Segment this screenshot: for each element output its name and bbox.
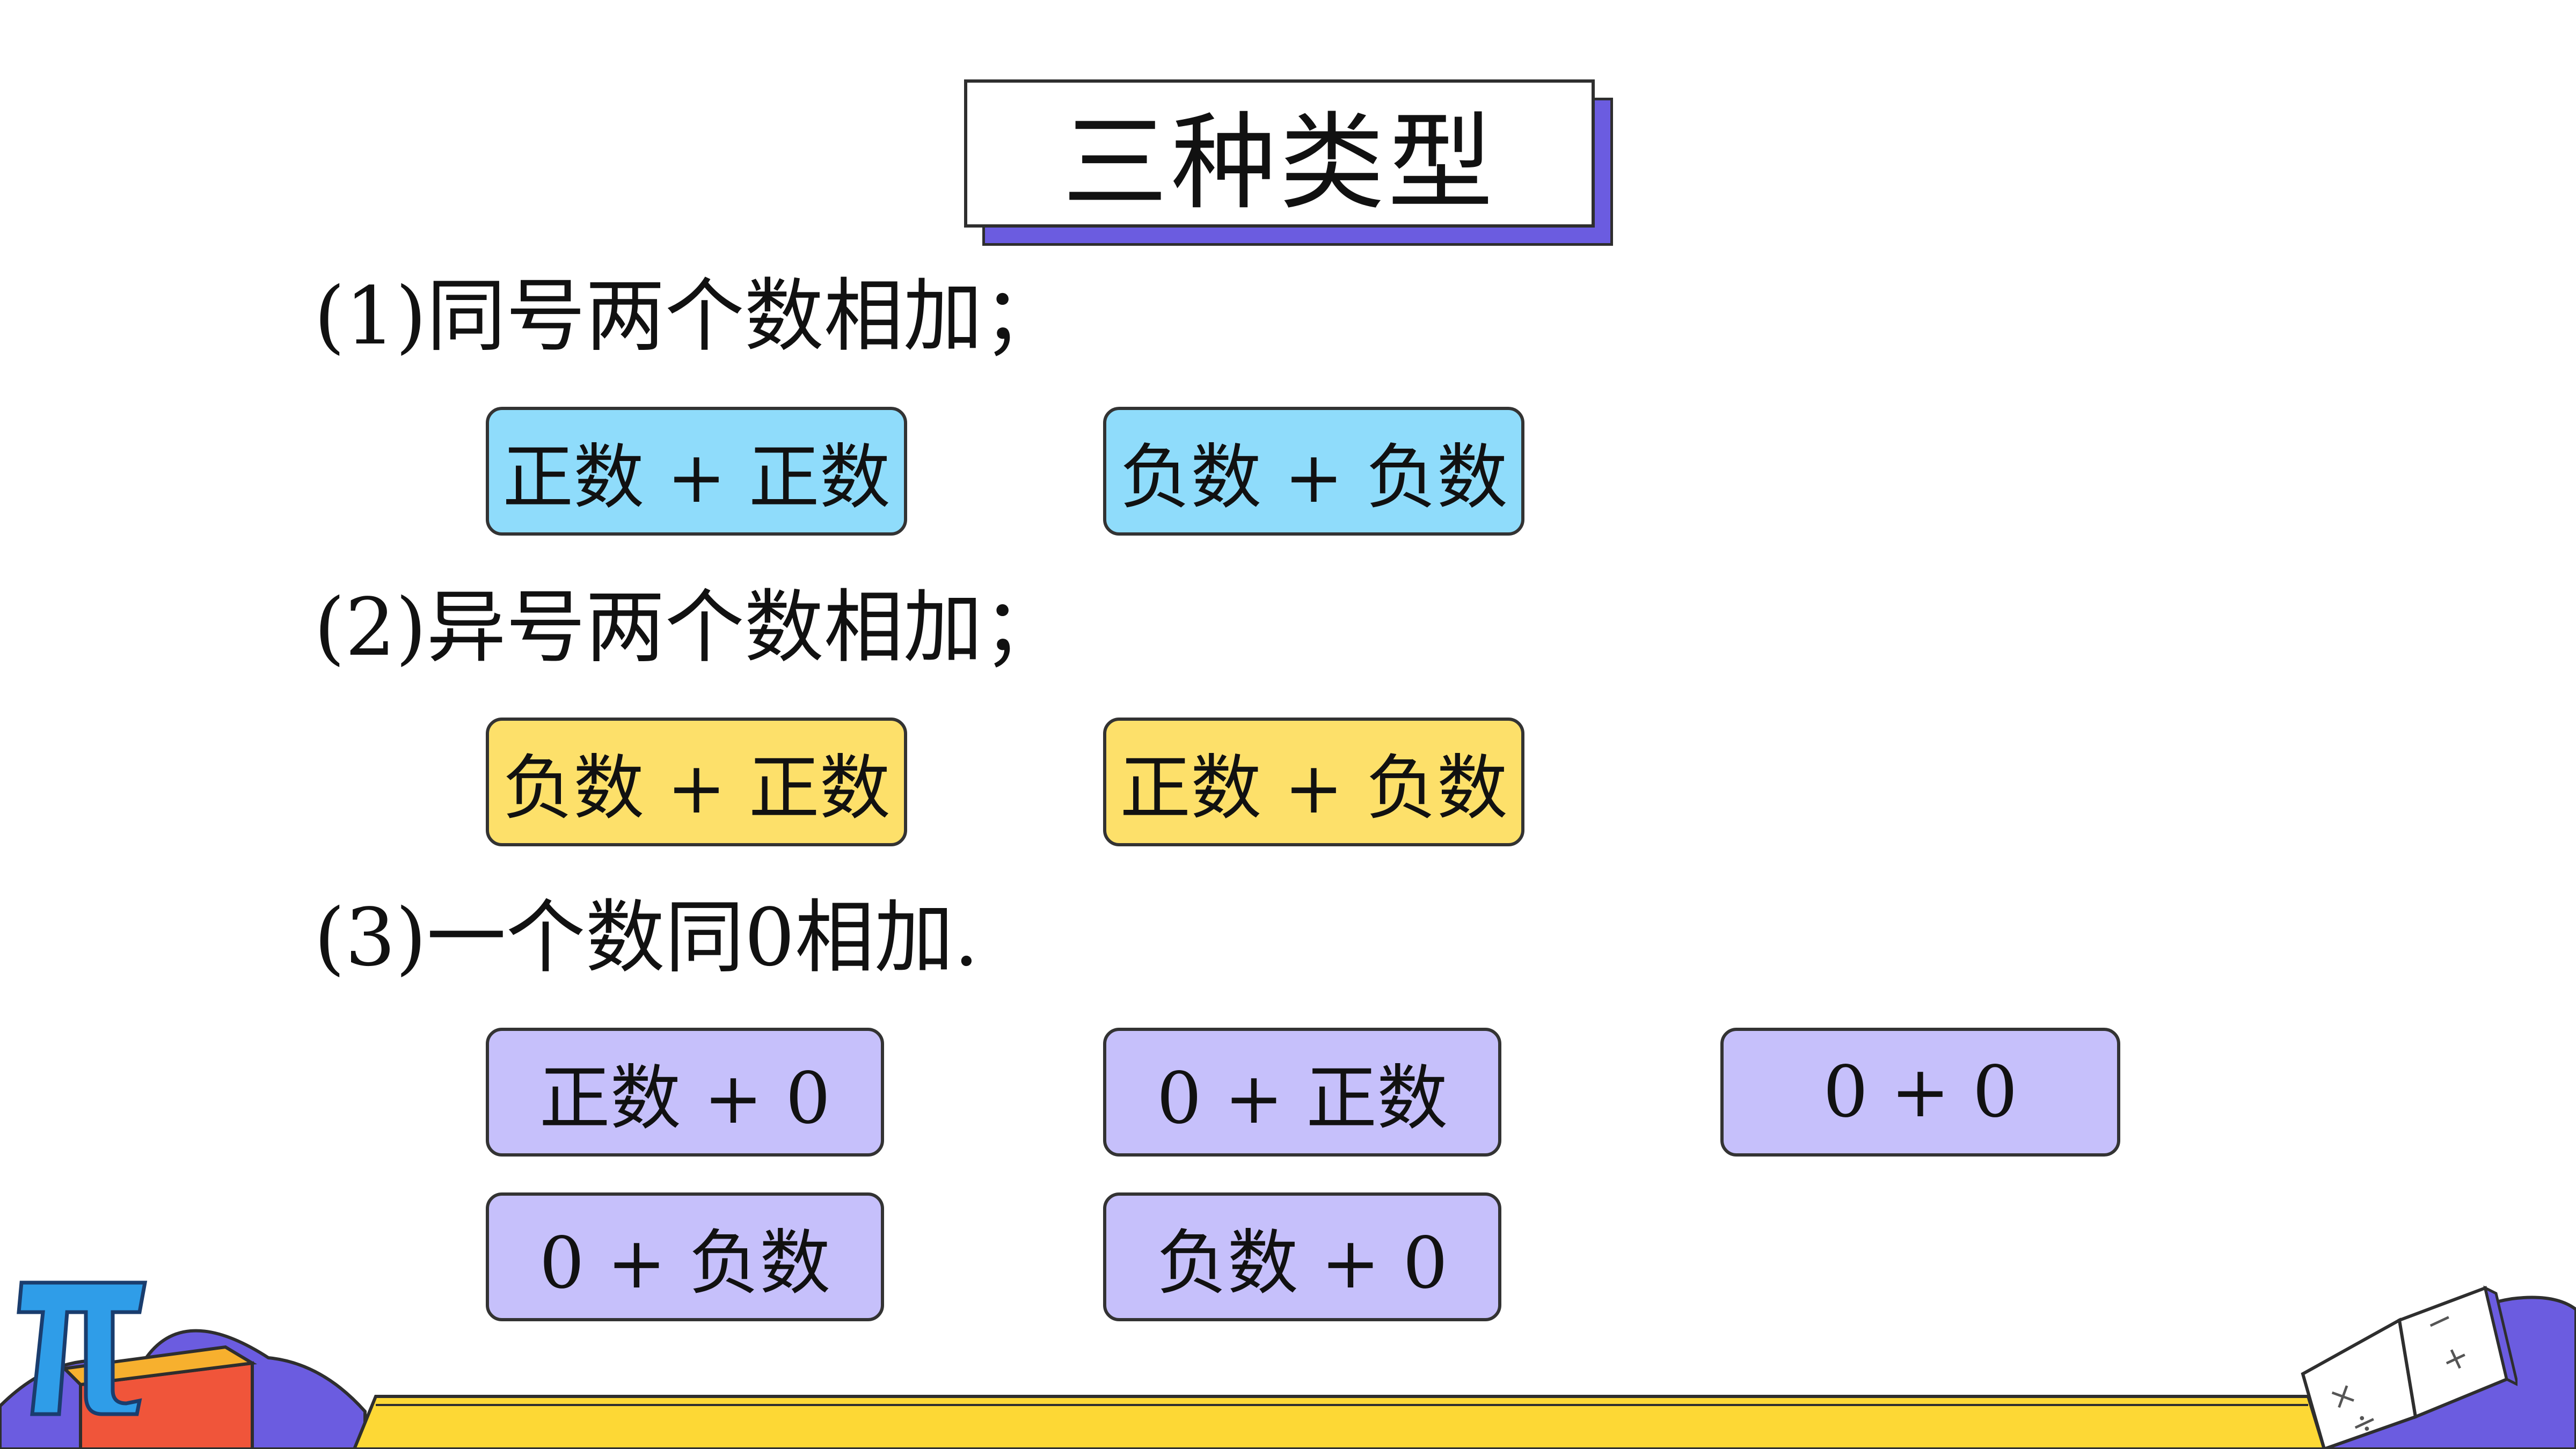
title-box: 三种类型 <box>964 79 1595 228</box>
chip-positive-plus-zero: 正数 + 0 <box>486 1028 884 1157</box>
section-3-heading: (3)一个数同0相加. <box>314 891 979 984</box>
chip-zero-plus-positive: 0 + 正数 <box>1103 1028 1501 1157</box>
chip-negative-plus-negative: 负数 + 负数 <box>1103 407 1524 536</box>
chip-zero-plus-negative: 0 + 负数 <box>486 1192 884 1321</box>
page-title: 三种类型 <box>1062 101 1497 224</box>
chip-positive-plus-positive: 正数 + 正数 <box>486 407 907 536</box>
footer-decoration <box>0 1296 2576 1449</box>
section-1-heading: (1)同号两个数相加； <box>314 270 1062 362</box>
chip-negative-plus-zero: 负数 + 0 <box>1103 1192 1501 1321</box>
open-book-icon: × ÷ − + <box>2301 1285 2517 1449</box>
chip-zero-plus-zero: 0 + 0 <box>1720 1028 2120 1157</box>
chip-positive-plus-negative: 正数 + 负数 <box>1103 718 1524 846</box>
section-2-heading: (2)异号两个数相加； <box>314 581 1062 674</box>
pi-icon <box>17 1280 148 1416</box>
chip-negative-plus-positive: 负数 + 正数 <box>486 718 907 846</box>
